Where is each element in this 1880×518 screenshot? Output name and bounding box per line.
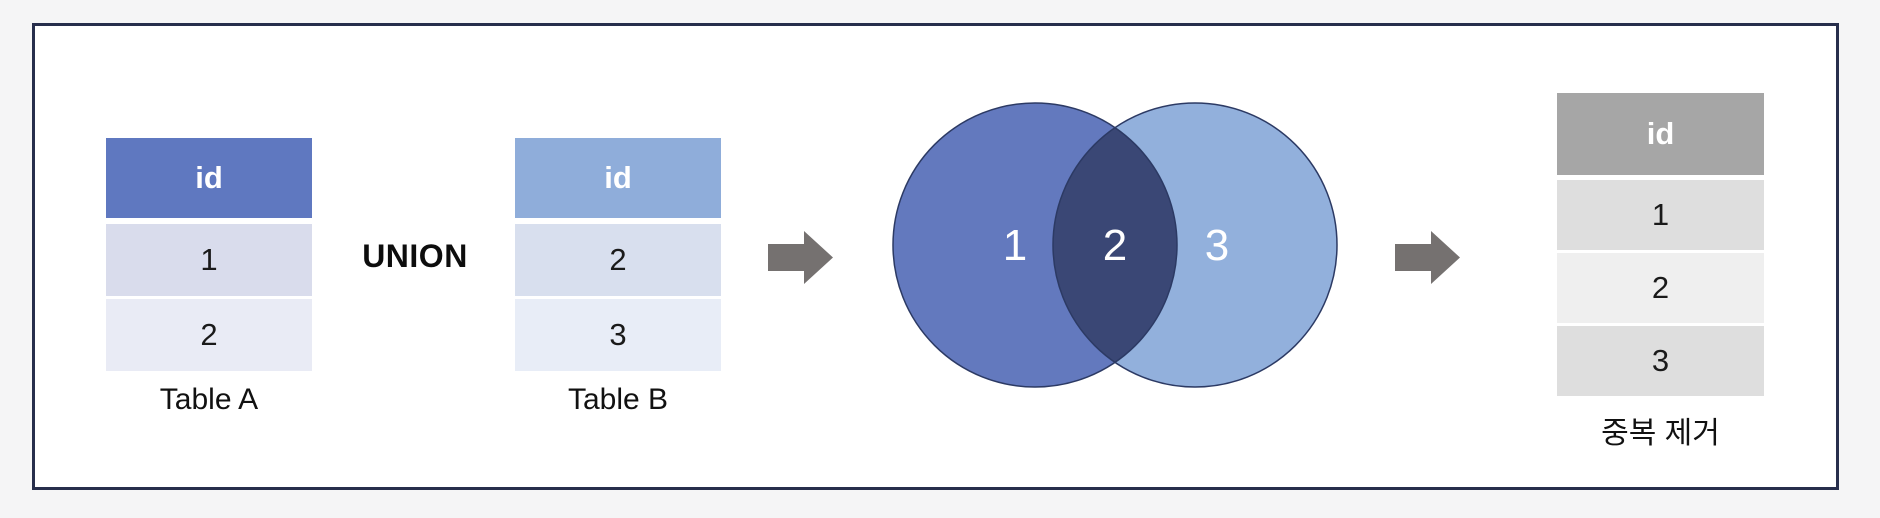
union-operator-label: UNION [362,238,468,274]
venn-label-right: 3 [1205,221,1229,270]
result-table-header-cell: id [1557,93,1764,175]
venn-label-overlap: 2 [1103,221,1127,270]
venn-diagram: 1 2 3 [892,102,1338,388]
table-a-row-1: 1 [106,224,312,296]
result-table-row-2: 2 [1557,253,1764,323]
table-a-row-2: 2 [106,299,312,371]
table-b-header-cell: id [515,138,721,218]
venn-overlap-region [1053,127,1177,363]
result-table-row-1: 1 [1557,180,1764,250]
result-table: id 1 2 3 중복 제거 [1557,93,1764,452]
venn-label-left: 1 [1003,221,1027,270]
table-b: id 2 3 Table B [515,138,721,417]
right-arrow-icon [1395,231,1460,284]
table-b-row-2: 3 [515,299,721,371]
venn-left-outline [892,102,1178,388]
result-table-caption: 중복 제거 [1601,417,1720,450]
table-a-caption: Table A [159,383,259,416]
right-arrow-icon [768,231,833,284]
table-a: id 1 2 Table A [106,138,312,417]
result-table-row-3: 3 [1557,326,1764,396]
table-b-row-1: 2 [515,224,721,296]
venn-right-outline [1052,102,1338,388]
table-a-header-cell: id [106,138,312,218]
table-b-caption: Table B [567,383,669,416]
